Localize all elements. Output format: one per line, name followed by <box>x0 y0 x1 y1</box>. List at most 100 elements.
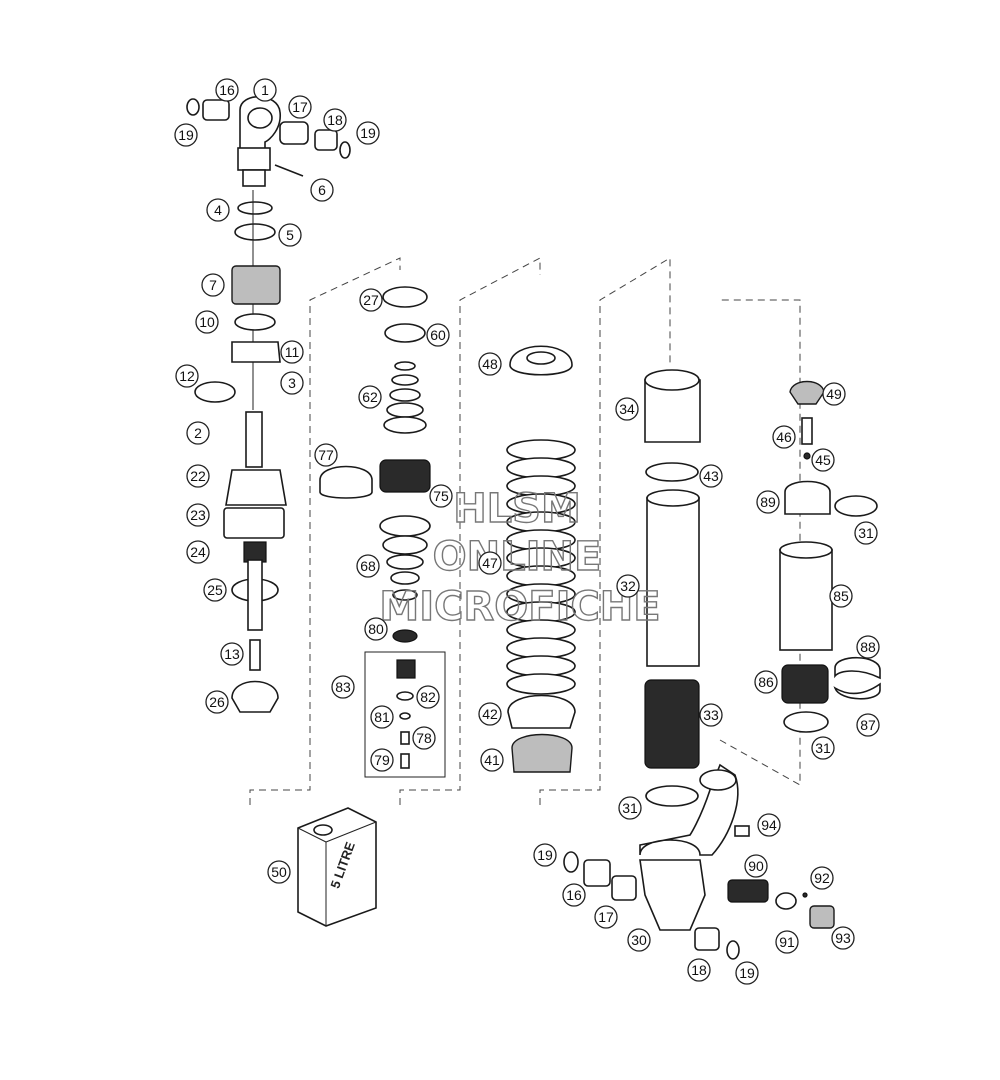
callout-circle <box>331 675 355 699</box>
callout-circle <box>201 273 225 297</box>
spring-assembly <box>506 345 576 773</box>
nut-93 <box>809 905 835 929</box>
callout-number: 19 <box>537 847 553 863</box>
callout-19: 19 <box>533 843 557 867</box>
callout-18: 18 <box>323 108 347 132</box>
callout-circle <box>186 540 210 564</box>
callout-46: 46 <box>772 425 796 449</box>
callout-11: 11 <box>280 340 304 364</box>
callout-circle <box>278 223 302 247</box>
ring-88 <box>834 657 881 680</box>
callout-circle <box>364 617 388 641</box>
callout-number: 2 <box>194 425 202 441</box>
callout-number: 18 <box>691 962 707 978</box>
callout-31: 31 <box>618 796 642 820</box>
callout-number: 19 <box>739 965 755 981</box>
callout-number: 68 <box>360 558 376 574</box>
callout-number: 10 <box>199 314 215 330</box>
callout-18: 18 <box>687 958 711 982</box>
callout-number: 18 <box>327 112 343 128</box>
callout-circle <box>175 364 199 388</box>
callout-circle <box>370 748 394 772</box>
callout-number: 17 <box>598 909 614 925</box>
ring-87 <box>833 682 881 700</box>
callout-number: 34 <box>619 401 635 417</box>
callout-42: 42 <box>478 702 502 726</box>
callout-87: 87 <box>856 713 880 737</box>
callout-number: 81 <box>374 709 390 725</box>
callout-41: 41 <box>480 748 504 772</box>
shim-stack <box>319 286 446 778</box>
cap-49 <box>789 380 825 405</box>
callout-number: 48 <box>482 356 498 372</box>
callout-circle <box>416 685 440 709</box>
ring-19-right <box>339 141 351 159</box>
callout-circle <box>831 926 855 950</box>
callout-number: 62 <box>362 389 378 405</box>
callout-circle <box>205 690 229 714</box>
callout-17: 17 <box>288 95 312 119</box>
callout-number: 60 <box>430 327 446 343</box>
ring-4 <box>237 201 273 215</box>
callout-circle <box>772 425 796 449</box>
ring-19-left <box>186 98 200 116</box>
callout-circle <box>280 371 304 395</box>
callout-number: 33 <box>703 707 719 723</box>
dashed-frames <box>249 257 801 805</box>
callout-7: 7 <box>201 273 225 297</box>
callout-number: 30 <box>631 932 647 948</box>
callout-17: 17 <box>594 905 618 929</box>
callout-circle <box>618 796 642 820</box>
ring-10 <box>234 313 276 331</box>
callout-circle <box>174 123 198 147</box>
piston-rod-assembly <box>186 96 351 713</box>
callout-circle <box>562 883 586 907</box>
callout-number: 86 <box>758 674 774 690</box>
callout-number: 31 <box>622 800 638 816</box>
callout-circle <box>203 578 227 602</box>
callout-circle <box>323 108 347 132</box>
callout-circle <box>754 670 778 694</box>
callout-number: 6 <box>318 182 326 198</box>
callout-circle <box>757 813 781 837</box>
callout-number: 12 <box>179 368 195 384</box>
callout-number: 87 <box>860 717 876 733</box>
callout-number: 13 <box>224 646 240 662</box>
callout-48: 48 <box>478 352 502 376</box>
callout-circle <box>822 382 846 406</box>
callout-90: 90 <box>744 854 768 878</box>
callout-88: 88 <box>856 635 880 659</box>
callout-number: 22 <box>190 468 206 484</box>
nut-7 <box>231 265 281 305</box>
callout-77: 77 <box>314 443 338 467</box>
callout-number: 94 <box>761 817 777 833</box>
callout-circle <box>856 713 880 737</box>
watermark-line-1: HLSM <box>453 486 581 532</box>
callout-33: 33 <box>699 703 723 727</box>
callout-78: 78 <box>412 726 436 750</box>
watermark: HLSM ONLINE MICROFICHE <box>379 485 662 630</box>
callout-circle <box>699 703 723 727</box>
callout-75: 75 <box>429 484 453 508</box>
callout-number: 92 <box>814 870 830 886</box>
callout-86: 86 <box>754 670 778 694</box>
callout-34: 34 <box>615 397 639 421</box>
callout-number: 19 <box>178 127 194 143</box>
cap-26 <box>231 680 279 713</box>
callout-number: 88 <box>860 639 876 655</box>
callout-number: 17 <box>292 99 308 115</box>
callout-circle <box>775 930 799 954</box>
callout-circle <box>856 635 880 659</box>
callout-circle <box>288 95 312 119</box>
callout-circle <box>186 421 210 445</box>
callout-circle <box>370 705 394 729</box>
callout-93: 93 <box>831 926 855 950</box>
callout-number: 79 <box>374 752 390 768</box>
cylinder-32 <box>646 497 700 667</box>
callout-79: 79 <box>370 748 394 772</box>
callout-30: 30 <box>627 928 651 952</box>
callout-94: 94 <box>757 813 781 837</box>
callout-16: 16 <box>215 78 239 102</box>
callout-circle <box>829 584 853 608</box>
callout-circle <box>687 958 711 982</box>
